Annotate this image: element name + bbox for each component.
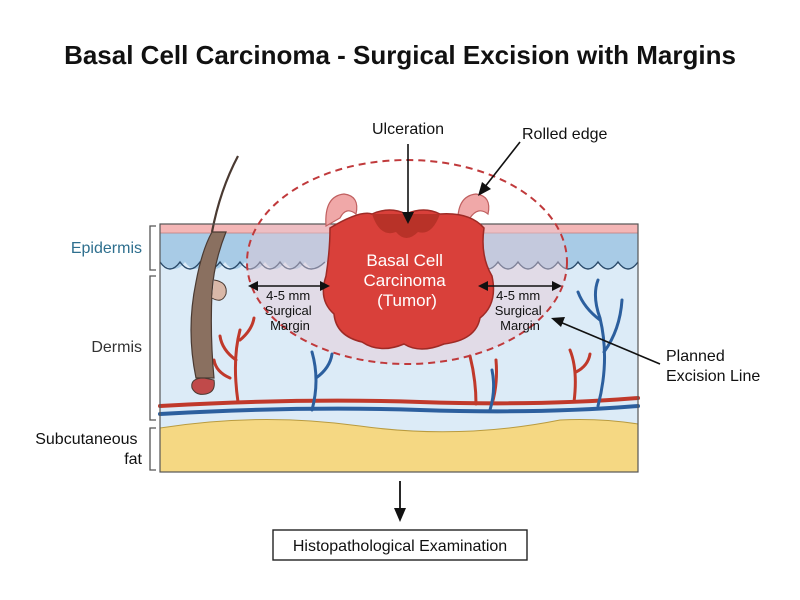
- dermis-bracket: [149, 275, 156, 421]
- result-arrow: [394, 481, 406, 522]
- subcutaneous-line2: fat: [124, 451, 142, 468]
- tumor-label-line1: Basal Cell: [366, 251, 443, 270]
- planned-excision-line1: Planned: [666, 348, 725, 365]
- margin-right-line1: 4-5 mm: [496, 288, 540, 303]
- vein-branch: [310, 350, 334, 412]
- planned-excision-line: [246, 159, 568, 365]
- margin-arrows: [248, 281, 562, 291]
- margin-left-line3: Margin: [270, 318, 310, 333]
- subcutaneous-fat-layer: [159, 418, 639, 473]
- histopathology-box: [272, 529, 528, 561]
- tumor-label: Basal Cell Carcinoma (Tumor): [364, 251, 451, 310]
- dermis-label: Dermis: [91, 339, 142, 356]
- epidermis-label: Epidermis: [71, 240, 142, 257]
- tumor-label-line3: (Tumor): [377, 291, 437, 310]
- histopathology-label: Histopathological Examination: [293, 538, 507, 555]
- planned-excision-line2: Excision Line: [666, 368, 760, 385]
- planned-excision-label: Planned Excision Line: [666, 348, 760, 385]
- artery-main: [158, 396, 640, 408]
- margin-label-right: 4-5 mm Surgical Margin: [495, 288, 546, 333]
- rolled-edge-left: [325, 193, 358, 227]
- planned-excision-arrow: [551, 317, 661, 365]
- epidermis-bracket: [149, 225, 156, 271]
- ulceration-crater: [372, 214, 440, 238]
- margin-right-line3: Margin: [500, 318, 540, 333]
- rolled-edge-arrow: [478, 141, 521, 196]
- hair-shaft: [210, 155, 239, 233]
- margin-left-line1: 4-5 mm: [266, 288, 310, 303]
- margin-left-line2: Surgical: [265, 303, 312, 318]
- ulceration-arrow: [402, 144, 414, 224]
- vein-main: [158, 404, 640, 416]
- subcutaneous-fat-label: Subcutaneous fat: [35, 431, 142, 468]
- blood-vessels: [158, 278, 640, 416]
- tumor-label-line2: Carcinoma: [364, 271, 447, 290]
- artery-branch: [212, 316, 256, 404]
- fat-bracket: [149, 427, 156, 471]
- rolled-edge-label: Rolled edge: [522, 126, 608, 143]
- artery-branch: [568, 348, 592, 404]
- vein-branch: [576, 278, 624, 408]
- epidermis-border: [159, 260, 639, 270]
- margin-label-left: 4-5 mm Surgical Margin: [265, 288, 316, 333]
- ulceration-label: Ulceration: [372, 121, 444, 138]
- layer-brackets: [149, 225, 156, 471]
- margin-right-line2: Surgical: [495, 303, 542, 318]
- subcutaneous-line1: Subcutaneous: [35, 431, 137, 448]
- vein-branch: [488, 368, 496, 412]
- diagram-title: Basal Cell Carcinoma - Surgical Excision…: [64, 40, 736, 70]
